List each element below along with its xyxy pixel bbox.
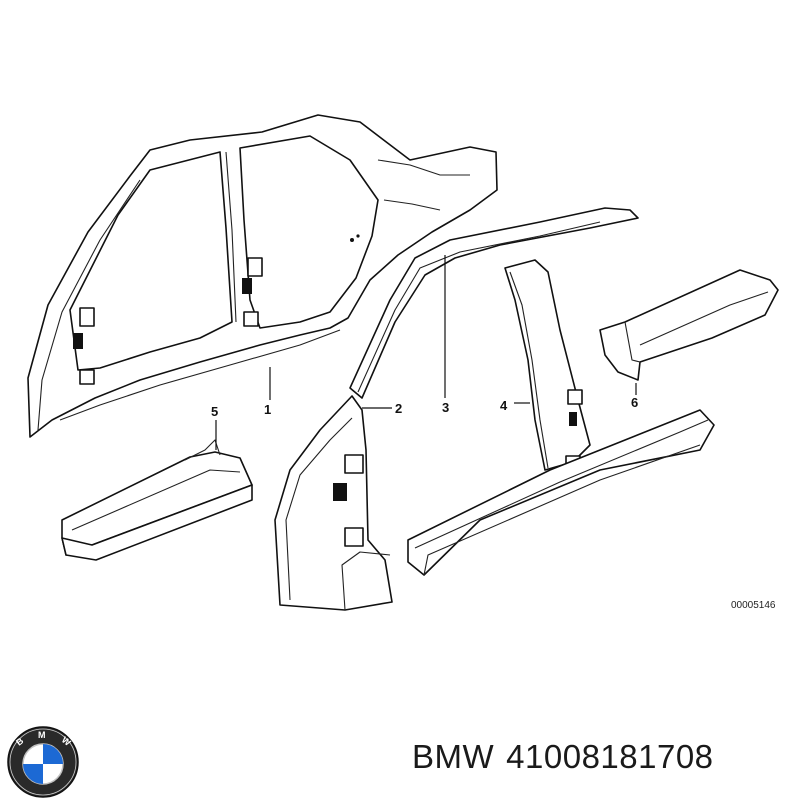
svg-text:M: M bbox=[38, 730, 46, 740]
callout-1: 1 bbox=[264, 402, 271, 417]
part-number: 41008181708 bbox=[506, 738, 714, 775]
a-pillar-part bbox=[274, 395, 393, 611]
callout-2: 2 bbox=[395, 401, 402, 416]
callout-4: 4 bbox=[500, 398, 508, 413]
sill-reinforcement-part bbox=[61, 439, 253, 561]
callout-5: 5 bbox=[211, 404, 218, 419]
roof-rail-part bbox=[349, 207, 639, 399]
diagram-reference-number: 00005146 bbox=[731, 600, 776, 611]
svg-text:B: B bbox=[14, 735, 26, 747]
bmw-logo-icon: B M W bbox=[7, 726, 79, 798]
b-pillar-part bbox=[504, 259, 591, 471]
callout-6: 6 bbox=[631, 395, 638, 410]
side-sill-part bbox=[407, 409, 715, 576]
side-frame-part bbox=[27, 114, 498, 438]
sill-end-cap-part bbox=[599, 269, 779, 381]
part-caption: BMW 41008181708 bbox=[412, 738, 726, 776]
callout-3: 3 bbox=[442, 400, 449, 415]
brand-name: BMW bbox=[412, 738, 495, 775]
